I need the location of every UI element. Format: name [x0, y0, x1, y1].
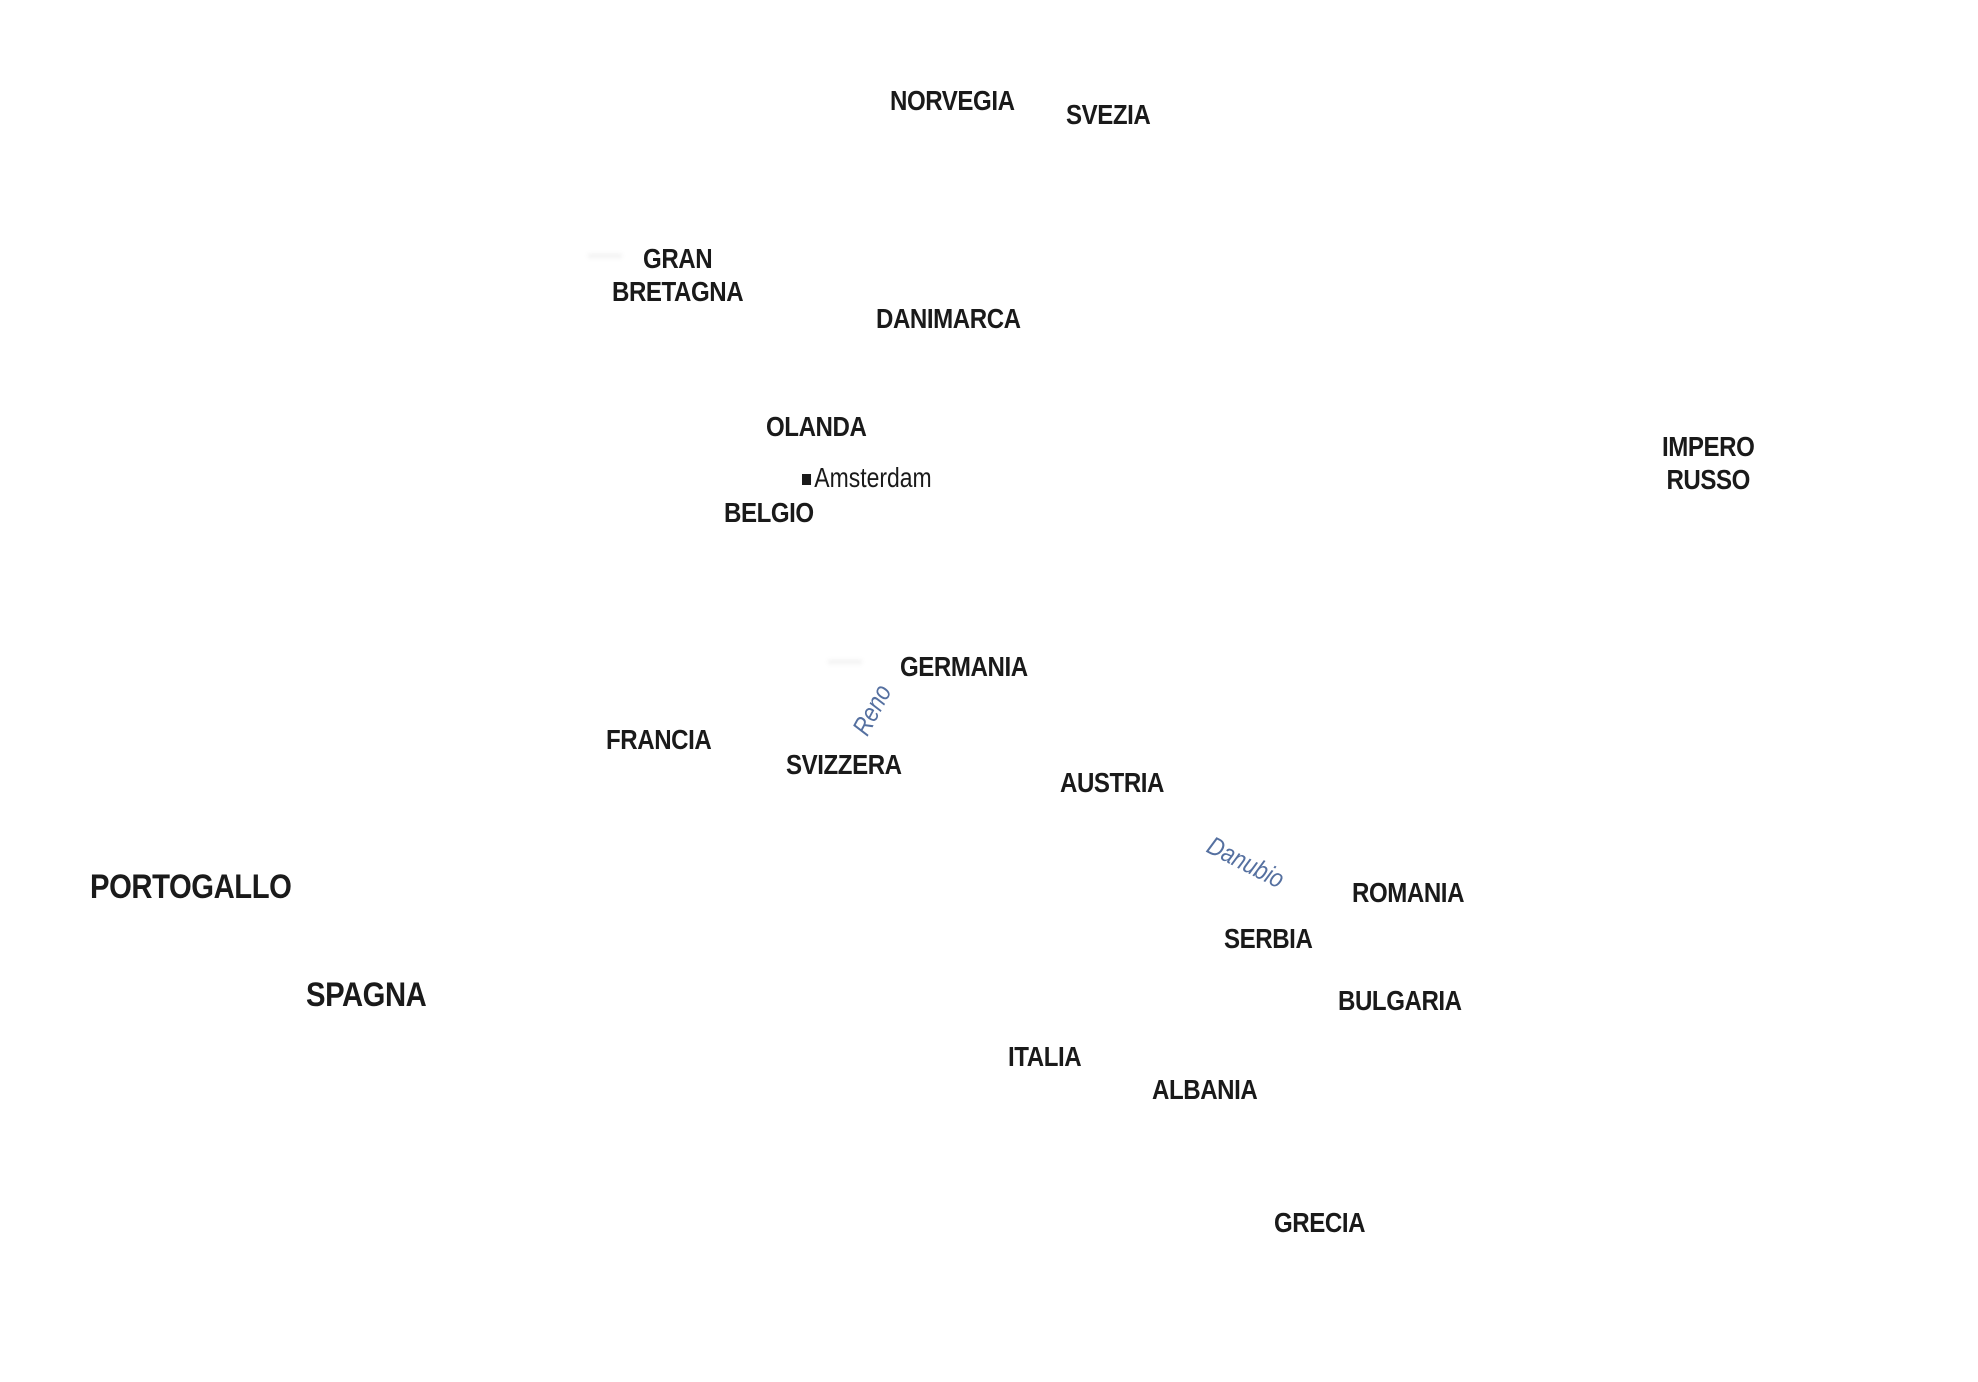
country-label-norvegia: NORVEGIA [890, 85, 1015, 116]
country-label-svizzera: SVIZZERA [786, 749, 902, 780]
city-marker-icon [802, 474, 812, 485]
country-label-serbia: SERBIA [1224, 923, 1313, 954]
map-shadow-mark [588, 254, 622, 260]
country-label-impero-russo: IMPERO RUSSO [1662, 431, 1755, 495]
river-label-danubio: Danubio [1202, 830, 1290, 895]
country-label-olanda: OLANDA [766, 411, 867, 442]
country-label-belgio: BELGIO [724, 497, 814, 528]
country-label-austria: AUSTRIA [1060, 767, 1165, 798]
country-label-italia: ITALIA [1008, 1041, 1082, 1072]
city-amsterdam: Amsterdam [802, 462, 932, 494]
city-label-amsterdam: Amsterdam [814, 462, 932, 493]
country-label-francia: FRANCIA [606, 724, 712, 755]
country-label-romania: ROMANIA [1352, 877, 1465, 908]
river-label-reno: Reno [846, 679, 898, 741]
country-label-germania: GERMANIA [900, 651, 1028, 682]
country-label-albania: ALBANIA [1152, 1074, 1258, 1105]
map-shadow-mark [828, 660, 862, 666]
country-label-bulgaria: BULGARIA [1338, 985, 1462, 1016]
country-label-spagna: SPAGNA [306, 976, 427, 1014]
country-label-grecia: GRECIA [1274, 1207, 1366, 1238]
country-label-danimarca: DANIMARCA [876, 303, 1021, 334]
country-label-svezia: SVEZIA [1066, 99, 1151, 130]
country-label-portogallo: PORTOGALLO [90, 868, 292, 906]
country-label-gran-bretagna: GRAN BRETAGNA [612, 243, 744, 307]
